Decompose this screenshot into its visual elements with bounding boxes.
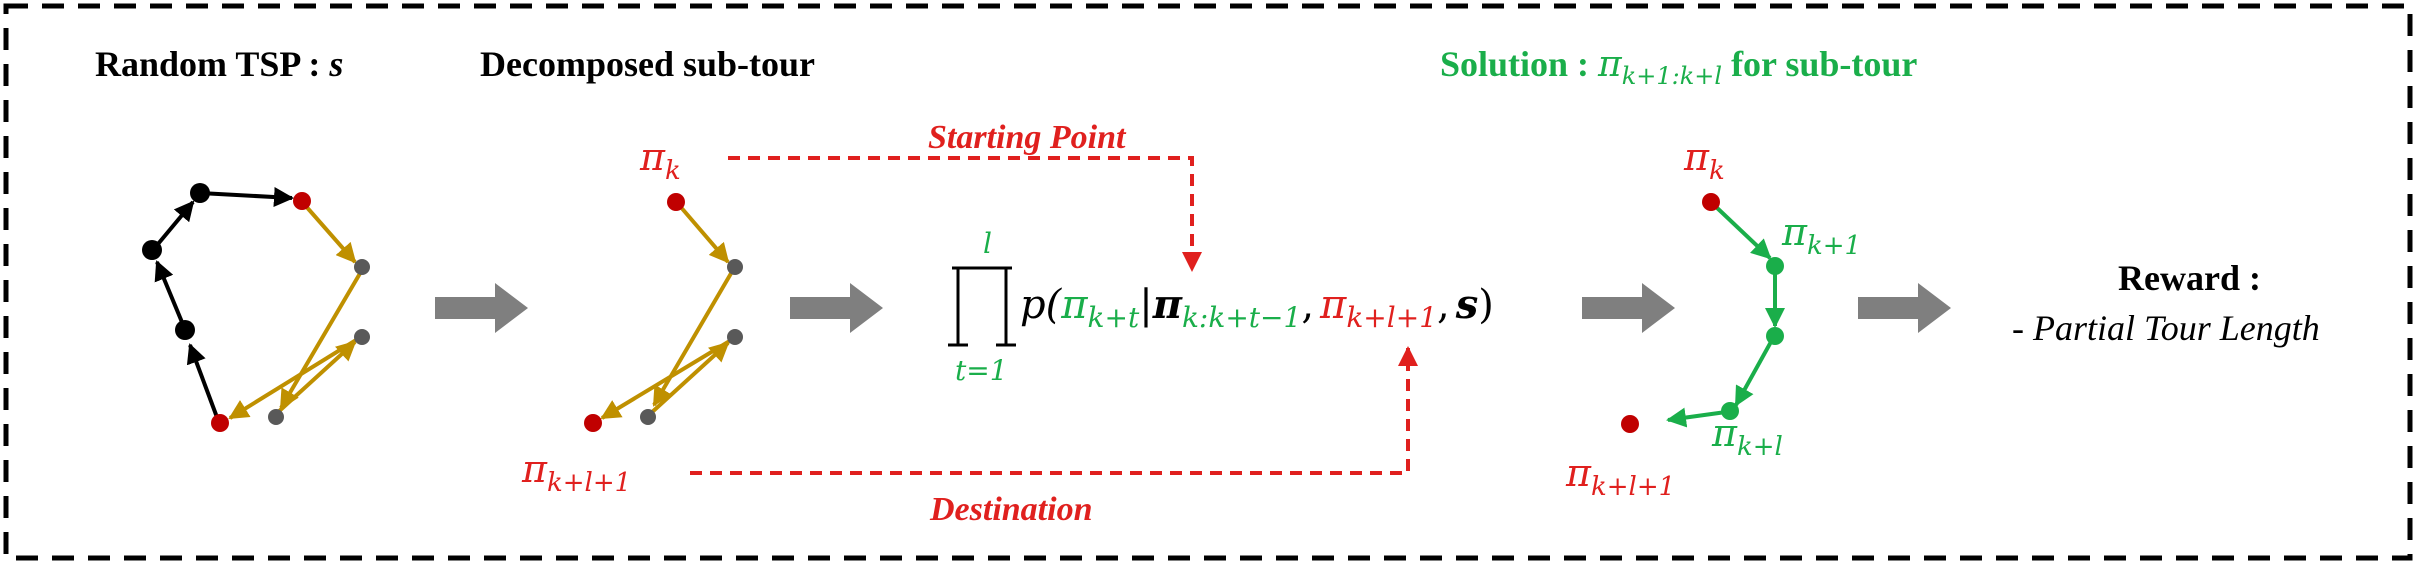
tour-edge	[151, 200, 195, 252]
label-pi-k: πk	[1683, 135, 1725, 186]
node-gray	[268, 409, 284, 425]
tour-edge	[279, 268, 364, 410]
tour-edge	[154, 260, 186, 328]
dashed-frame	[3, 3, 2413, 561]
decomposed-heading: Decomposed sub-tour	[480, 44, 815, 84]
formula-body: p(πk+t|πk:k+t−1,πk+l+1,s)	[1020, 281, 1494, 334]
subtour-edge	[648, 341, 730, 416]
flow-arrow	[1858, 283, 1951, 333]
solution-edge	[1734, 339, 1774, 407]
node-red	[211, 414, 229, 432]
product-upper-limit: l	[983, 227, 992, 260]
node-gray	[640, 409, 656, 425]
flow-arrow	[1582, 283, 1675, 333]
destination-label: Destination	[929, 491, 1092, 528]
tour-edge	[274, 340, 357, 416]
subtour-edge	[600, 337, 735, 420]
solution-path	[1621, 193, 1785, 433]
node-red	[667, 193, 685, 211]
tour-edge	[302, 202, 357, 264]
reward-heading: Reward :	[2118, 258, 2261, 298]
solution-heading: Solution : πk+1:k+l for sub-tour	[1440, 44, 1917, 90]
tour-edge	[186, 343, 220, 421]
reward-description: - Partial Tour Length	[2012, 308, 2320, 348]
node-gray	[727, 259, 743, 275]
node-red	[1621, 415, 1639, 433]
solution-edge	[1712, 203, 1772, 260]
flow-arrow	[790, 283, 883, 333]
random-tsp-tour	[142, 183, 370, 432]
node-green	[1766, 327, 1784, 345]
subtour-edge	[652, 268, 735, 407]
node-gray	[727, 329, 743, 345]
node-red	[584, 414, 602, 432]
label-pi-k-1: πk+1	[1781, 210, 1861, 261]
node-black	[142, 240, 162, 260]
label-pi-k-l-1: πk+l+1	[521, 447, 631, 498]
node-red	[1702, 193, 1720, 211]
random-tsp-heading: Random TSP : s	[95, 44, 343, 84]
destination-connector	[690, 346, 1418, 475]
node-green	[1721, 402, 1739, 420]
product-symbol	[948, 266, 1016, 347]
node-red	[293, 192, 311, 210]
starting-point-connector	[728, 156, 1202, 272]
tour-edge	[228, 335, 363, 420]
node-green	[1766, 257, 1784, 275]
decomposed-subtour	[584, 193, 743, 432]
probability-formula: l t=1 p(πk+t|πk:k+t−1,πk+l+1,s)	[948, 227, 1494, 387]
label-pi-k-l-1: πk+l+1	[1565, 451, 1675, 502]
product-lower-limit: t=1	[955, 354, 1008, 387]
node-black	[175, 320, 195, 340]
label-pi-k-l: πk+l	[1711, 411, 1783, 462]
subtour-edge	[677, 203, 730, 264]
node-black	[190, 183, 210, 203]
tour-edge	[199, 187, 294, 208]
node-gray	[354, 259, 370, 275]
flow-arrow	[435, 283, 528, 333]
node-gray	[354, 329, 370, 345]
starting-point-label: Starting Point	[928, 119, 1127, 156]
solution-edge	[1666, 407, 1727, 428]
label-pi-k: πk	[639, 135, 681, 186]
